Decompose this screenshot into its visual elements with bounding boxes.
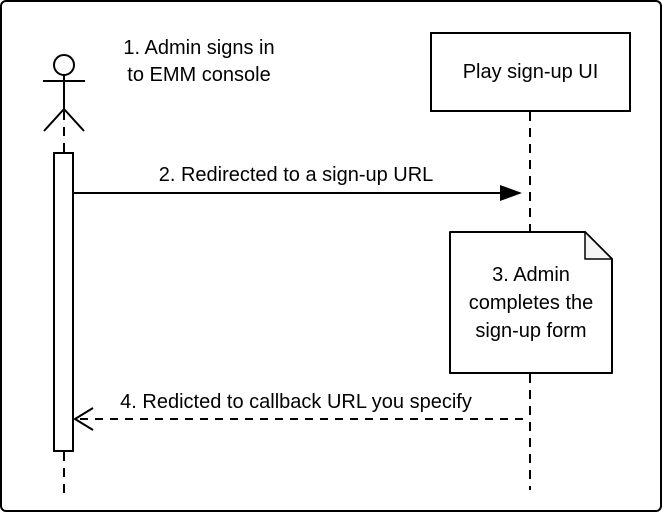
actor-icon [43, 54, 85, 132]
actor-right-leg [63, 108, 85, 132]
message-2-arrowhead [500, 185, 522, 201]
message-4-arrow [73, 407, 523, 431]
message-4-open-arrowhead [73, 407, 94, 431]
note-outline [449, 231, 613, 374]
note-fold-corner [584, 231, 613, 260]
admin-activation-bar [53, 152, 74, 452]
message-4-label: 4. Redicted to callback URL you specify [120, 391, 472, 413]
play-signup-ui-box [430, 32, 631, 112]
message-2-arrow [74, 185, 522, 201]
actor-head [53, 54, 75, 76]
message-2-label: 2. Redirected to a sign-up URL [158, 164, 434, 186]
note-shape [449, 231, 613, 374]
participant-label-play-signup-ui: Play sign-up UI [462, 60, 599, 83]
actor-left-leg [43, 108, 65, 132]
step1-annotation: 1. Admin signs in to EMM console [123, 37, 275, 86]
step3-note-label: 3. Admin completes the sign-up form [468, 263, 594, 342]
